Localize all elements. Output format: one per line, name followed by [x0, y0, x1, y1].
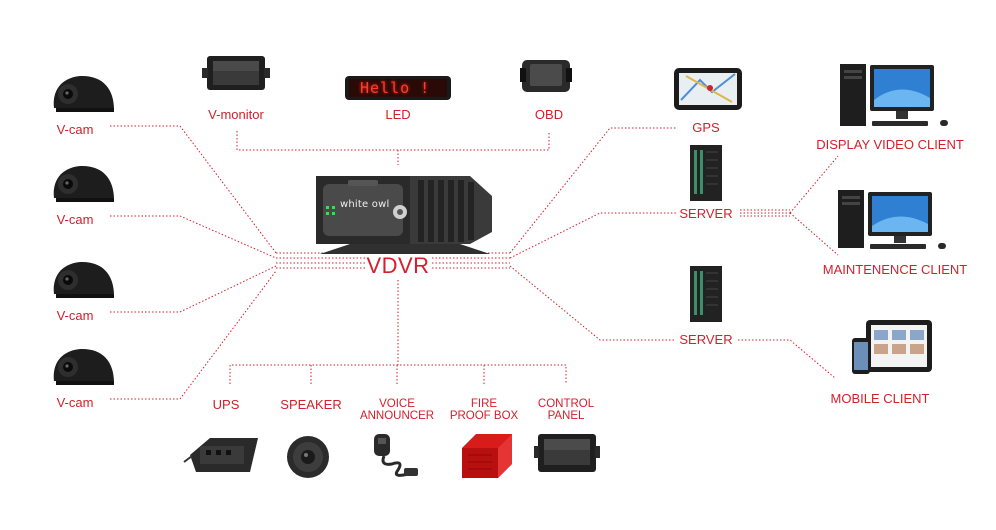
fireproof-box-label-line1: FIRE [470, 398, 498, 410]
tablet-phone-icon [852, 320, 932, 374]
voice-announcer-label-line2: ANNOUNCER [359, 410, 435, 422]
fireproof-box-label-line2: PROOF BOX [449, 410, 519, 422]
server-label: SERVER [679, 206, 733, 221]
display-video-client-label: DISPLAY VIDEO CLIENT [816, 137, 964, 152]
voice-announcer-label: VOICE ANNOUNCER [360, 398, 434, 422]
speaker-label: SPEAKER [280, 397, 342, 412]
obd-scanner-icon [520, 60, 572, 92]
gps-label: GPS [692, 120, 720, 135]
led-display-text: Hello ! [360, 79, 431, 97]
gps-icon [674, 68, 742, 110]
server-icon [690, 266, 722, 322]
camera-label: V-cam [56, 212, 94, 227]
ups-icon [183, 438, 258, 472]
led-label: LED [385, 107, 411, 122]
fireproof-box-icon [462, 434, 512, 478]
control-panel-label: CONTROL PANEL [538, 398, 594, 422]
desktop-computer-icon [838, 190, 946, 249]
voice-announcer-label-line1: VOICE [379, 398, 415, 410]
camera-label: V-cam [56, 308, 94, 323]
microphone-icon [374, 434, 418, 477]
obd-label: OBD [534, 107, 564, 122]
fireproof-box-label: FIRE PROOF BOX [450, 398, 518, 422]
camera-icons [53, 75, 114, 385]
led-display-icon [345, 76, 451, 100]
server-label: SERVER [679, 332, 733, 347]
connection-lines [110, 125, 839, 400]
camera-label: V-cam [56, 122, 94, 137]
vdvr-device [316, 176, 492, 254]
server-icon [690, 145, 722, 201]
monitor-icon [202, 56, 270, 90]
control-panel-label-line1: CONTROL [537, 398, 595, 410]
v-monitor-label: V-monitor [208, 107, 264, 122]
maintenance-client-label: MAINTENENCE CLIENT [822, 262, 968, 277]
control-panel-icon [534, 434, 600, 472]
desktop-computer-icon [840, 64, 948, 126]
speaker-icon [287, 436, 329, 478]
mobile-client-label: MOBILE CLIENT [830, 391, 930, 406]
device-brand-logo: white owl [340, 199, 390, 210]
hub-label: VDVR [366, 253, 430, 278]
control-panel-label-line2: PANEL [547, 410, 585, 422]
camera-label: V-cam [56, 395, 94, 410]
ups-label: UPS [212, 397, 240, 412]
